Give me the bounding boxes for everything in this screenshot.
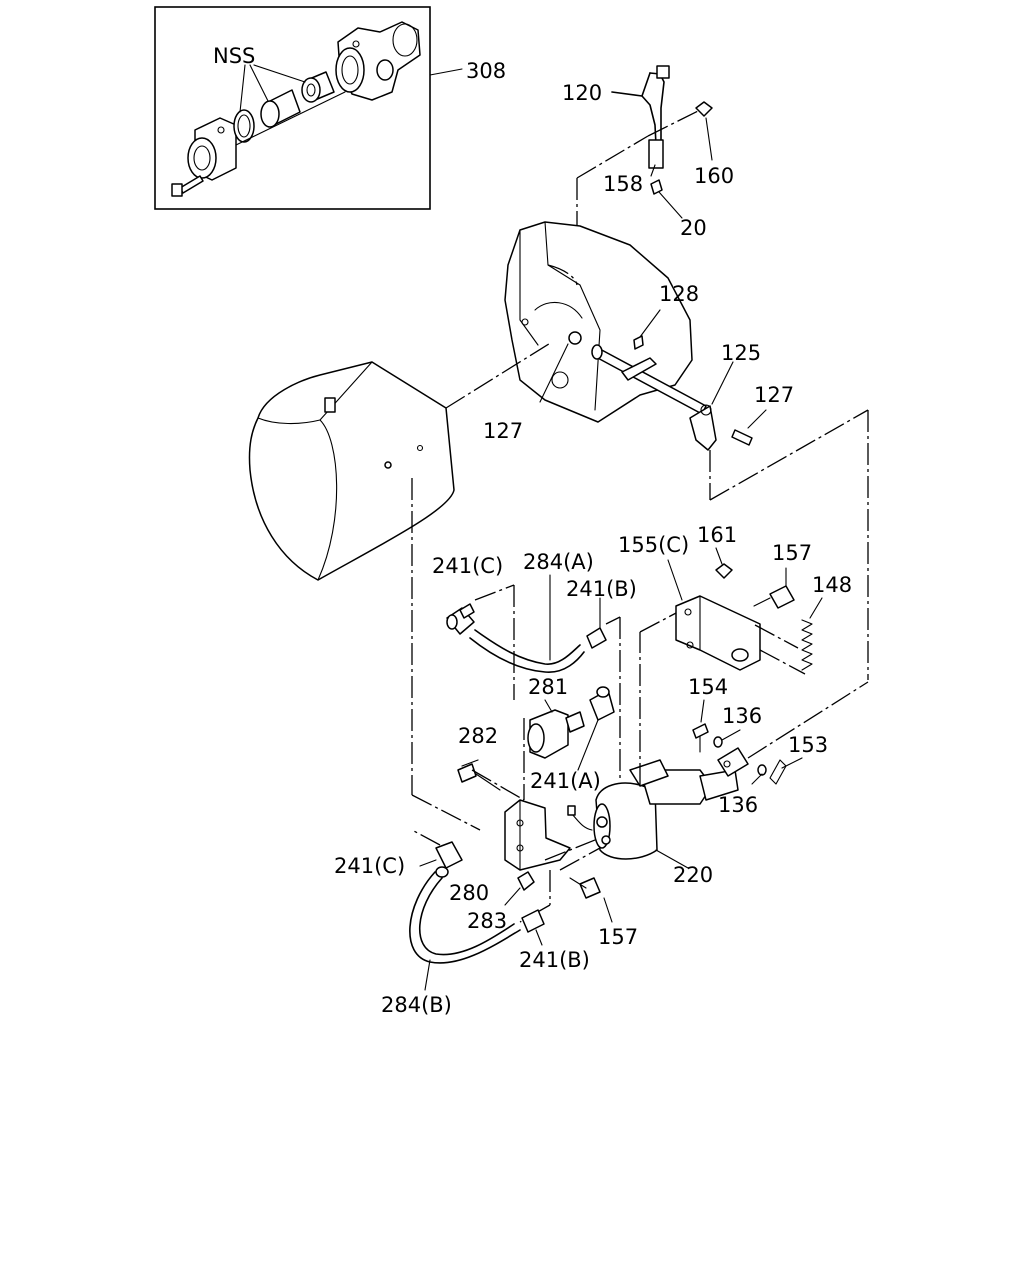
label-128: 128: [659, 282, 699, 306]
valve-281: [523, 686, 615, 800]
label-158: 158: [603, 172, 643, 196]
label-241c-bottom: 241(C): [334, 854, 405, 878]
flywheel-housing: [504, 221, 693, 423]
label-148: 148: [812, 573, 852, 597]
label-120: 120: [562, 81, 602, 105]
label-241c-top: 241(C): [432, 554, 503, 578]
label-283: 283: [467, 909, 507, 933]
label-241b-top: 241(B): [566, 577, 637, 601]
label-241a: 241(A): [530, 769, 601, 793]
inset-308: [154, 6, 463, 210]
label-155c: 155(C): [618, 533, 689, 557]
label-281: 281: [528, 675, 568, 699]
label-125: 125: [721, 341, 761, 365]
label-282: 282: [458, 724, 498, 748]
label-280: 280: [449, 881, 489, 905]
label-127-right: 127: [754, 383, 794, 407]
small-fasteners: [692, 699, 803, 785]
labels: 308 NSS 120 160 158 20 128 125 127 127 2…: [213, 44, 852, 1017]
clutch-housing: [248, 341, 553, 831]
bracket-155c: [667, 547, 823, 675]
label-136-bottom: 136: [718, 793, 758, 817]
hose-284a: [446, 574, 621, 780]
label-220: 220: [673, 863, 713, 887]
label-308: 308: [466, 59, 506, 83]
label-284b: 284(B): [381, 993, 452, 1017]
label-154: 154: [688, 675, 728, 699]
label-284a: 284(A): [523, 550, 594, 574]
label-241b-bottom: 241(B): [519, 948, 590, 972]
label-127-left: 127: [483, 419, 523, 443]
label-157-top: 157: [772, 541, 812, 565]
label-136-top: 136: [722, 704, 762, 728]
label-153: 153: [788, 733, 828, 757]
hose-284b: [409, 829, 613, 991]
label-157-bottom: 157: [598, 925, 638, 949]
actuator-220: [559, 611, 869, 871]
label-161: 161: [697, 523, 737, 547]
label-20: 20: [680, 216, 707, 240]
label-160: 160: [694, 164, 734, 188]
shift-shaft: [539, 309, 869, 680]
label-nss: NSS: [213, 44, 255, 68]
